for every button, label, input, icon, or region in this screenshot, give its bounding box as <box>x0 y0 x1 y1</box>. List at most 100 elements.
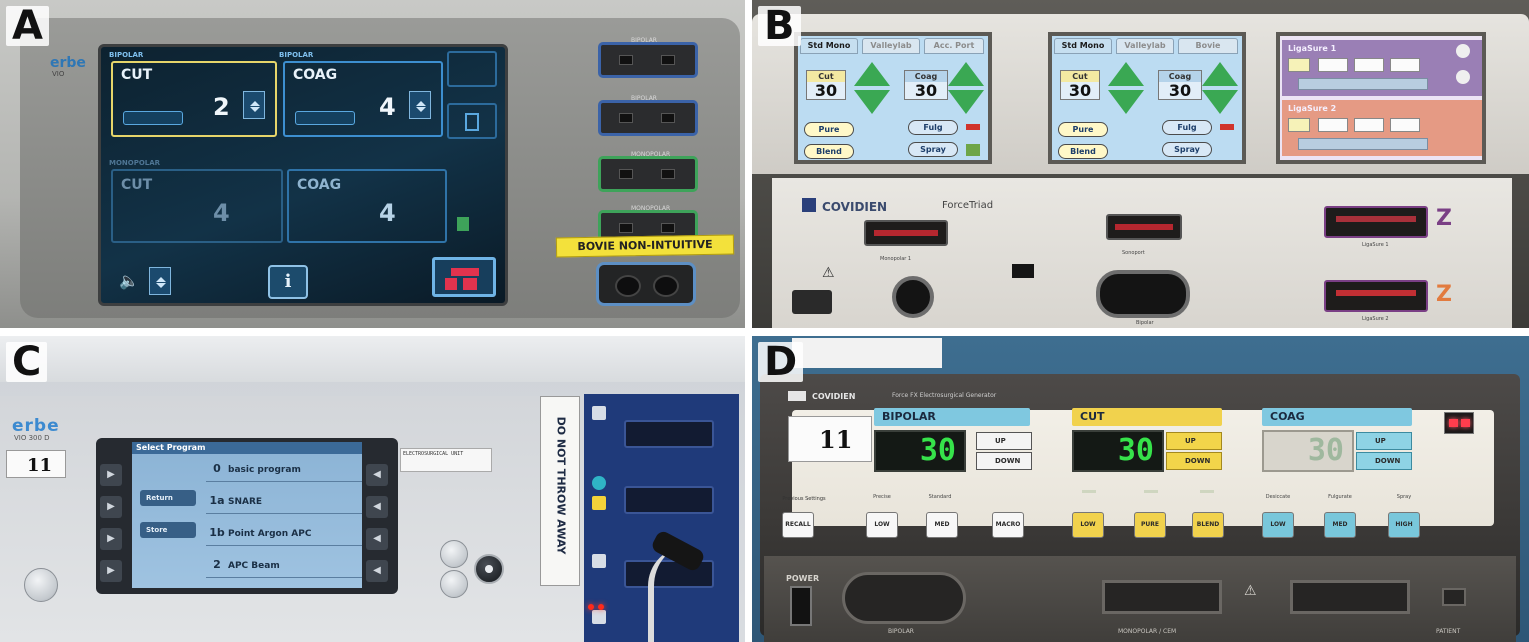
port-bipolar-2[interactable]: BIPOLAR <box>598 95 698 136</box>
cut-up-button[interactable]: UP <box>1166 432 1222 450</box>
cut-preset-button[interactable] <box>123 111 183 125</box>
panel-label-d: D <box>758 342 804 382</box>
bipolar-cut-box[interactable]: CUT 2 <box>111 61 277 137</box>
bipolar-macro-button[interactable]: MACRO <box>992 512 1024 538</box>
power-switch[interactable] <box>790 586 812 626</box>
power-icon[interactable] <box>1288 58 1310 72</box>
coag-down-arrow[interactable] <box>948 90 984 114</box>
right-softkey[interactable]: ◀ <box>366 528 388 550</box>
cut-down-arrow[interactable] <box>1108 90 1144 114</box>
left-softkey[interactable]: ▶ <box>100 496 122 518</box>
coag-down-button[interactable]: DOWN <box>1356 452 1412 470</box>
bipolar-port[interactable] <box>842 572 966 624</box>
coag-label: Coag <box>1159 71 1201 82</box>
monopolar-port[interactable] <box>864 220 948 246</box>
monopolar-cut-box[interactable]: CUT 4 <box>111 169 283 243</box>
settings-icon[interactable] <box>1456 44 1470 58</box>
ligasure-2-port[interactable] <box>1324 280 1428 312</box>
info-button[interactable]: i <box>268 265 308 299</box>
store-button[interactable]: Store <box>140 522 196 538</box>
down-button[interactable] <box>440 570 468 598</box>
right-softkey[interactable]: ◀ <box>366 496 388 518</box>
coag-down-arrow[interactable] <box>1202 90 1238 114</box>
power-icon[interactable] <box>1288 118 1310 132</box>
coag-high-button[interactable]: HIGH <box>1388 512 1420 538</box>
coag-up-down-arrows[interactable] <box>409 91 431 119</box>
tab-acc-port[interactable]: Acc. Port <box>924 38 984 54</box>
rem-connector[interactable] <box>1012 264 1034 278</box>
tab-std-mono[interactable]: Std Mono <box>800 38 858 54</box>
monopolar-port[interactable] <box>1102 580 1222 614</box>
bipolar-socket[interactable] <box>624 420 714 448</box>
ligasure-1-port[interactable] <box>1324 206 1428 238</box>
return-button[interactable]: Return <box>140 490 196 506</box>
cut-down-arrow[interactable] <box>854 90 890 114</box>
bipolar-low-button[interactable]: LOW <box>866 512 898 538</box>
cut-low-button[interactable]: LOW <box>1072 512 1104 538</box>
sonoport[interactable] <box>1106 214 1182 240</box>
tab-valleylab[interactable]: Valleylab <box>862 38 920 54</box>
spray-button[interactable]: Spray <box>908 142 958 157</box>
coag-preset-button[interactable] <box>295 111 355 125</box>
pure-button[interactable]: Pure <box>804 122 854 137</box>
monopolar-screen-1[interactable]: Std Mono Valleylab Acc. Port Cut 30 Coag… <box>794 32 992 164</box>
side-button-middle[interactable] <box>447 103 497 139</box>
enter-button[interactable] <box>474 554 504 584</box>
tab-valleylab[interactable]: Valleylab <box>1116 38 1174 54</box>
coag-up-arrow[interactable] <box>1202 62 1238 86</box>
program-button[interactable] <box>432 257 496 297</box>
right-softkey[interactable]: ◀ <box>366 560 388 582</box>
spray-button[interactable]: Spray <box>1162 142 1212 157</box>
left-softkey[interactable]: ▶ <box>100 560 122 582</box>
ligasure-screen[interactable]: LigaSure 1 LigaSure 2 <box>1276 32 1486 164</box>
bipolar-up-button[interactable]: UP <box>976 432 1032 450</box>
port-monopolar-1[interactable]: MONOPOLAR <box>598 151 698 192</box>
volume-up-down-arrows[interactable] <box>149 267 171 295</box>
bipolar-coag-box[interactable]: COAG 4 <box>283 61 443 137</box>
cut-up-down-arrows[interactable] <box>243 91 265 119</box>
cut-blend-button[interactable]: BLEND <box>1192 512 1224 538</box>
tab-std-mono[interactable]: Std Mono <box>1054 38 1112 54</box>
monopolar-coag-box[interactable]: COAG 4 <box>287 169 447 243</box>
monopolar-socket[interactable] <box>624 486 714 514</box>
port-bipolar-1[interactable]: BIPOLAR <box>598 37 698 78</box>
coag-med-button[interactable]: MED <box>1324 512 1356 538</box>
fulg-button[interactable]: Fulg <box>908 120 958 135</box>
left-softkey[interactable]: ▶ <box>100 464 122 486</box>
remote-port[interactable] <box>892 276 934 318</box>
bipolar-med-button[interactable]: MED <box>926 512 958 538</box>
cut-up-arrow[interactable] <box>854 62 890 86</box>
pure-button[interactable]: Pure <box>1058 122 1108 137</box>
power-button[interactable] <box>24 568 58 602</box>
recall-button[interactable]: RECALL <box>782 512 814 538</box>
bipolar-down-button[interactable]: DOWN <box>976 452 1032 470</box>
neutral-electrode-port[interactable] <box>596 262 696 306</box>
fulg-button[interactable]: Fulg <box>1162 120 1212 135</box>
monopolar-screen-2[interactable]: Std Mono Valleylab Bovie Cut 30 Coag 30 … <box>1048 32 1246 164</box>
monopolar-port-2[interactable] <box>1290 580 1410 614</box>
help-icon[interactable] <box>1456 70 1470 84</box>
ligasure-1-slot <box>1354 58 1384 72</box>
coag-up-button[interactable]: UP <box>1356 432 1412 450</box>
port-label: BIPOLAR <box>631 95 657 102</box>
cut-down-button[interactable]: DOWN <box>1166 452 1222 470</box>
cut-pure-button[interactable]: PURE <box>1134 512 1166 538</box>
blend-button[interactable]: Blend <box>804 144 854 159</box>
power-switch[interactable] <box>792 290 832 314</box>
left-softkey[interactable]: ▶ <box>100 528 122 550</box>
patient-port[interactable] <box>1442 588 1466 606</box>
tab-bovie[interactable]: Bovie <box>1178 38 1238 54</box>
cut-up-arrow[interactable] <box>1108 62 1144 86</box>
right-softkey[interactable]: ◀ <box>366 464 388 486</box>
coag-low-button[interactable]: LOW <box>1262 512 1294 538</box>
side-button-top[interactable] <box>447 51 497 87</box>
blend-button[interactable]: Blend <box>1058 144 1108 159</box>
bipolar-port[interactable] <box>1096 270 1190 318</box>
coag-up-arrow[interactable] <box>948 62 984 86</box>
up-button[interactable] <box>440 540 468 568</box>
